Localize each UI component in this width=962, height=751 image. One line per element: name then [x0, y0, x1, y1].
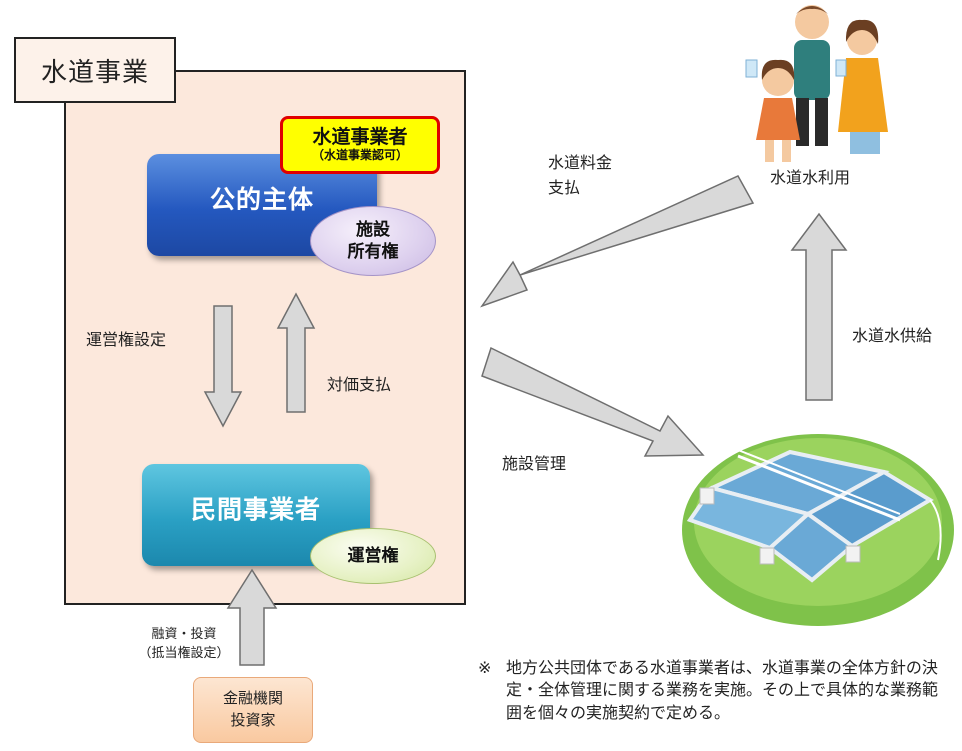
facility-ownership-oval: 施設 所有権	[310, 206, 436, 276]
finance-investment-label: 融資・投資 （抵当権設定）	[104, 626, 264, 664]
finance-box-line2: 投資家	[230, 711, 276, 729]
operation-right-setting-label: 運営権設定	[86, 330, 167, 349]
page-title: 水道事業	[14, 37, 176, 103]
private-operator-label: 民間事業者	[190, 495, 321, 524]
consideration-payment-label: 対価支払	[327, 375, 392, 394]
public-entity-label: 公的主体	[209, 185, 314, 214]
finance-line2: （抵当権設定）	[138, 645, 230, 661]
family-illustration	[745, 5, 888, 162]
water-treatment-facility-illustration	[682, 434, 954, 626]
operation-rights-oval: 運営権	[310, 528, 436, 584]
footnote: ※ 地方公共団体である水道事業者は、水道事業の全体方針の決定・全体管理に関する業…	[478, 657, 948, 724]
water-usage-label: 水道水利用	[770, 168, 851, 187]
arrow-up-water-supply	[790, 212, 848, 401]
arrow-up-finance	[226, 568, 278, 666]
water-supply-label: 水道水供給	[852, 326, 933, 345]
footnote-mark: ※	[478, 658, 492, 677]
footnote-text: 地方公共団体である水道事業者は、水道事業の全体方針の決定・全体管理に関する業務を…	[506, 658, 939, 722]
ownership-line1: 施設	[356, 219, 390, 240]
badge-subtitle: （水道事業認可）	[311, 147, 408, 162]
water-operator-badge: 水道事業者 （水道事業認可）	[280, 116, 440, 174]
facility-management-label: 施設管理	[502, 454, 567, 473]
water-fee-label: 水道料金 支払	[548, 151, 612, 201]
badge-title: 水道事業者	[312, 125, 408, 148]
ownership-line2: 所有権	[347, 242, 399, 262]
financial-institutions-box: 金融機関 投資家	[193, 677, 313, 743]
finance-box-line1: 金融機関	[222, 689, 283, 708]
water-fee-line1: 水道料金	[548, 153, 613, 172]
arrow-water-fee	[480, 175, 755, 308]
operation-rights-label: 運営権	[347, 545, 399, 566]
water-fee-line2: 支払	[548, 177, 581, 197]
arrow-down-operation-right	[203, 305, 243, 428]
arrow-facility-management	[481, 346, 705, 457]
arrow-up-consideration	[276, 292, 316, 413]
finance-line1: 融資・投資	[151, 627, 217, 642]
